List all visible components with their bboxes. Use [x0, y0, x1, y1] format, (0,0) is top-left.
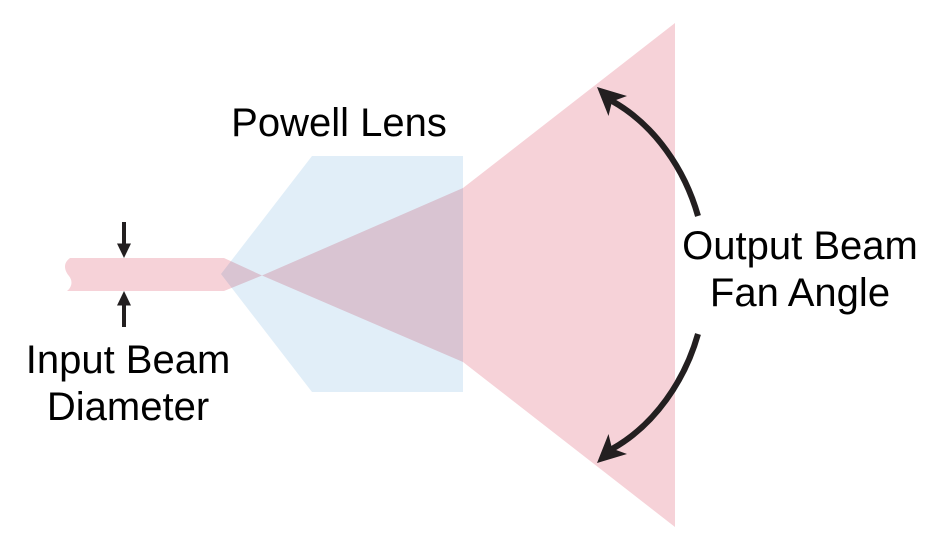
output-beam-fan-angle-label-line1: Output Beam — [682, 224, 918, 268]
input-beam-diameter-label: Input Beam Diameter — [26, 337, 231, 431]
input-beam-diameter-label-line2: Diameter — [46, 385, 210, 429]
output-beam-fan-angle-label-line2: Fan Angle — [709, 271, 891, 315]
powell-lens-label: Powell Lens — [231, 101, 447, 145]
arrow-down-icon — [117, 222, 131, 258]
output-beam-fan-angle-label: Output Beam Fan Angle — [682, 223, 918, 317]
input-beam — [65, 258, 262, 291]
curved-arrow-down-left-icon — [597, 333, 701, 463]
output-beam-fan — [262, 23, 675, 527]
curved-arrow-up-left-icon — [597, 87, 701, 217]
input-beam-diameter-label-line1: Input Beam — [25, 338, 231, 382]
arrow-up-icon — [117, 291, 131, 327]
